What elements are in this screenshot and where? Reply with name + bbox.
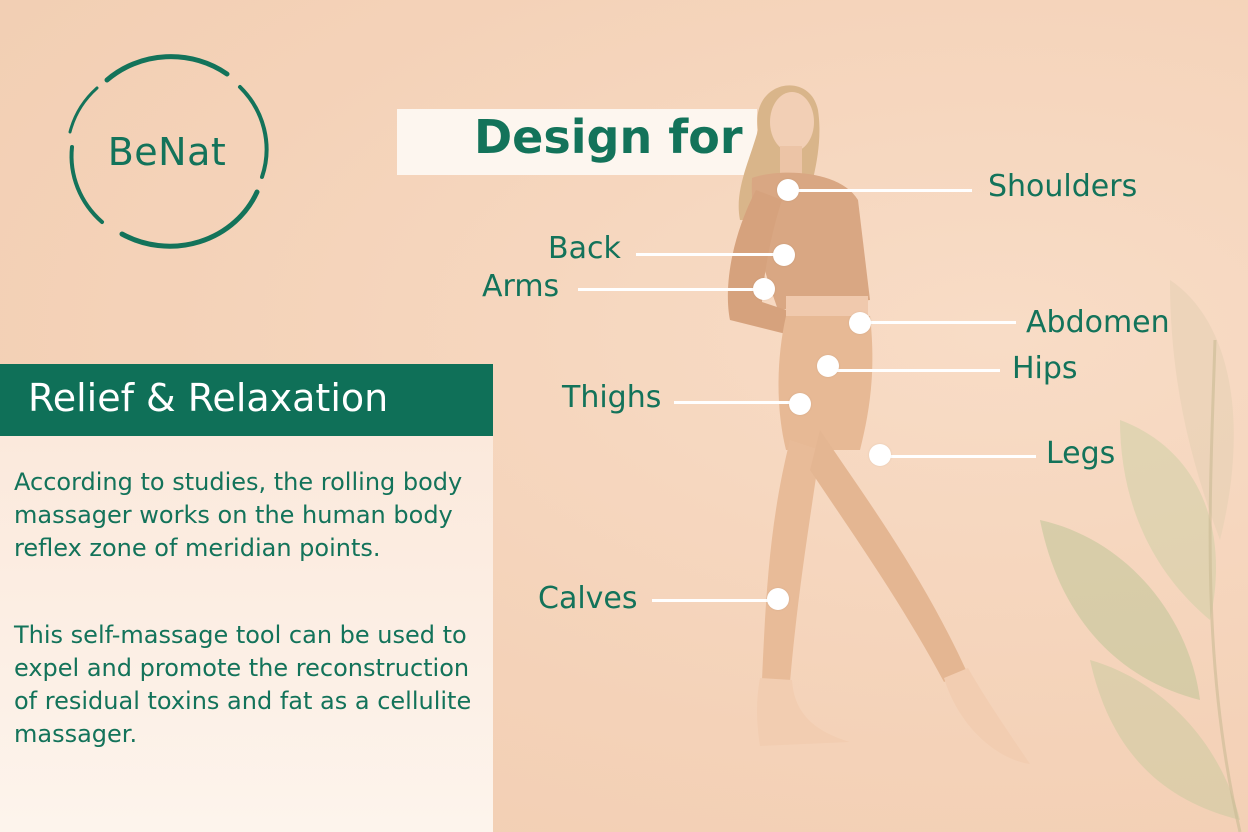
info-paragraph-1: According to studies, the rolling body m… xyxy=(14,468,463,562)
label-calves: Calves xyxy=(538,581,638,616)
label-arms: Arms xyxy=(482,269,560,304)
abdomen-line xyxy=(860,321,1016,324)
legs-marker xyxy=(869,444,891,466)
back-marker xyxy=(773,244,795,266)
hips-marker xyxy=(817,355,839,377)
model-figure xyxy=(727,85,1030,764)
label-thighs: Thighs xyxy=(562,380,662,415)
calves-marker xyxy=(767,588,789,610)
logo-ring-icon xyxy=(68,54,269,249)
thighs-line xyxy=(674,401,800,404)
legs-line xyxy=(880,455,1036,458)
abdomen-marker xyxy=(849,312,871,334)
relief-title: Relief & Relaxation xyxy=(28,376,389,420)
arms-marker xyxy=(753,278,775,300)
design-for-title: Design for xyxy=(474,110,743,164)
shoulders-marker xyxy=(777,179,799,201)
info-panel xyxy=(0,436,493,832)
brand-logo: BeNat xyxy=(62,52,272,252)
label-back: Back xyxy=(548,231,621,266)
calves-line xyxy=(652,599,778,602)
relief-title-bar xyxy=(0,364,493,436)
label-abdomen: Abdomen xyxy=(1026,305,1170,340)
leaf-decoration-icon xyxy=(1040,280,1242,832)
brand-name: BeNat xyxy=(107,130,227,174)
arms-line xyxy=(578,288,764,291)
info-paragraph-2: This self-massage tool can be used to ex… xyxy=(14,621,472,748)
label-legs: Legs xyxy=(1046,436,1116,471)
thighs-marker xyxy=(789,393,811,415)
back-line xyxy=(636,253,784,256)
label-shoulders: Shoulders xyxy=(988,169,1138,204)
hips-line xyxy=(828,369,1000,372)
design-for-banner xyxy=(397,109,757,175)
shoulders-line xyxy=(788,189,972,192)
label-hips: Hips xyxy=(1012,351,1078,386)
